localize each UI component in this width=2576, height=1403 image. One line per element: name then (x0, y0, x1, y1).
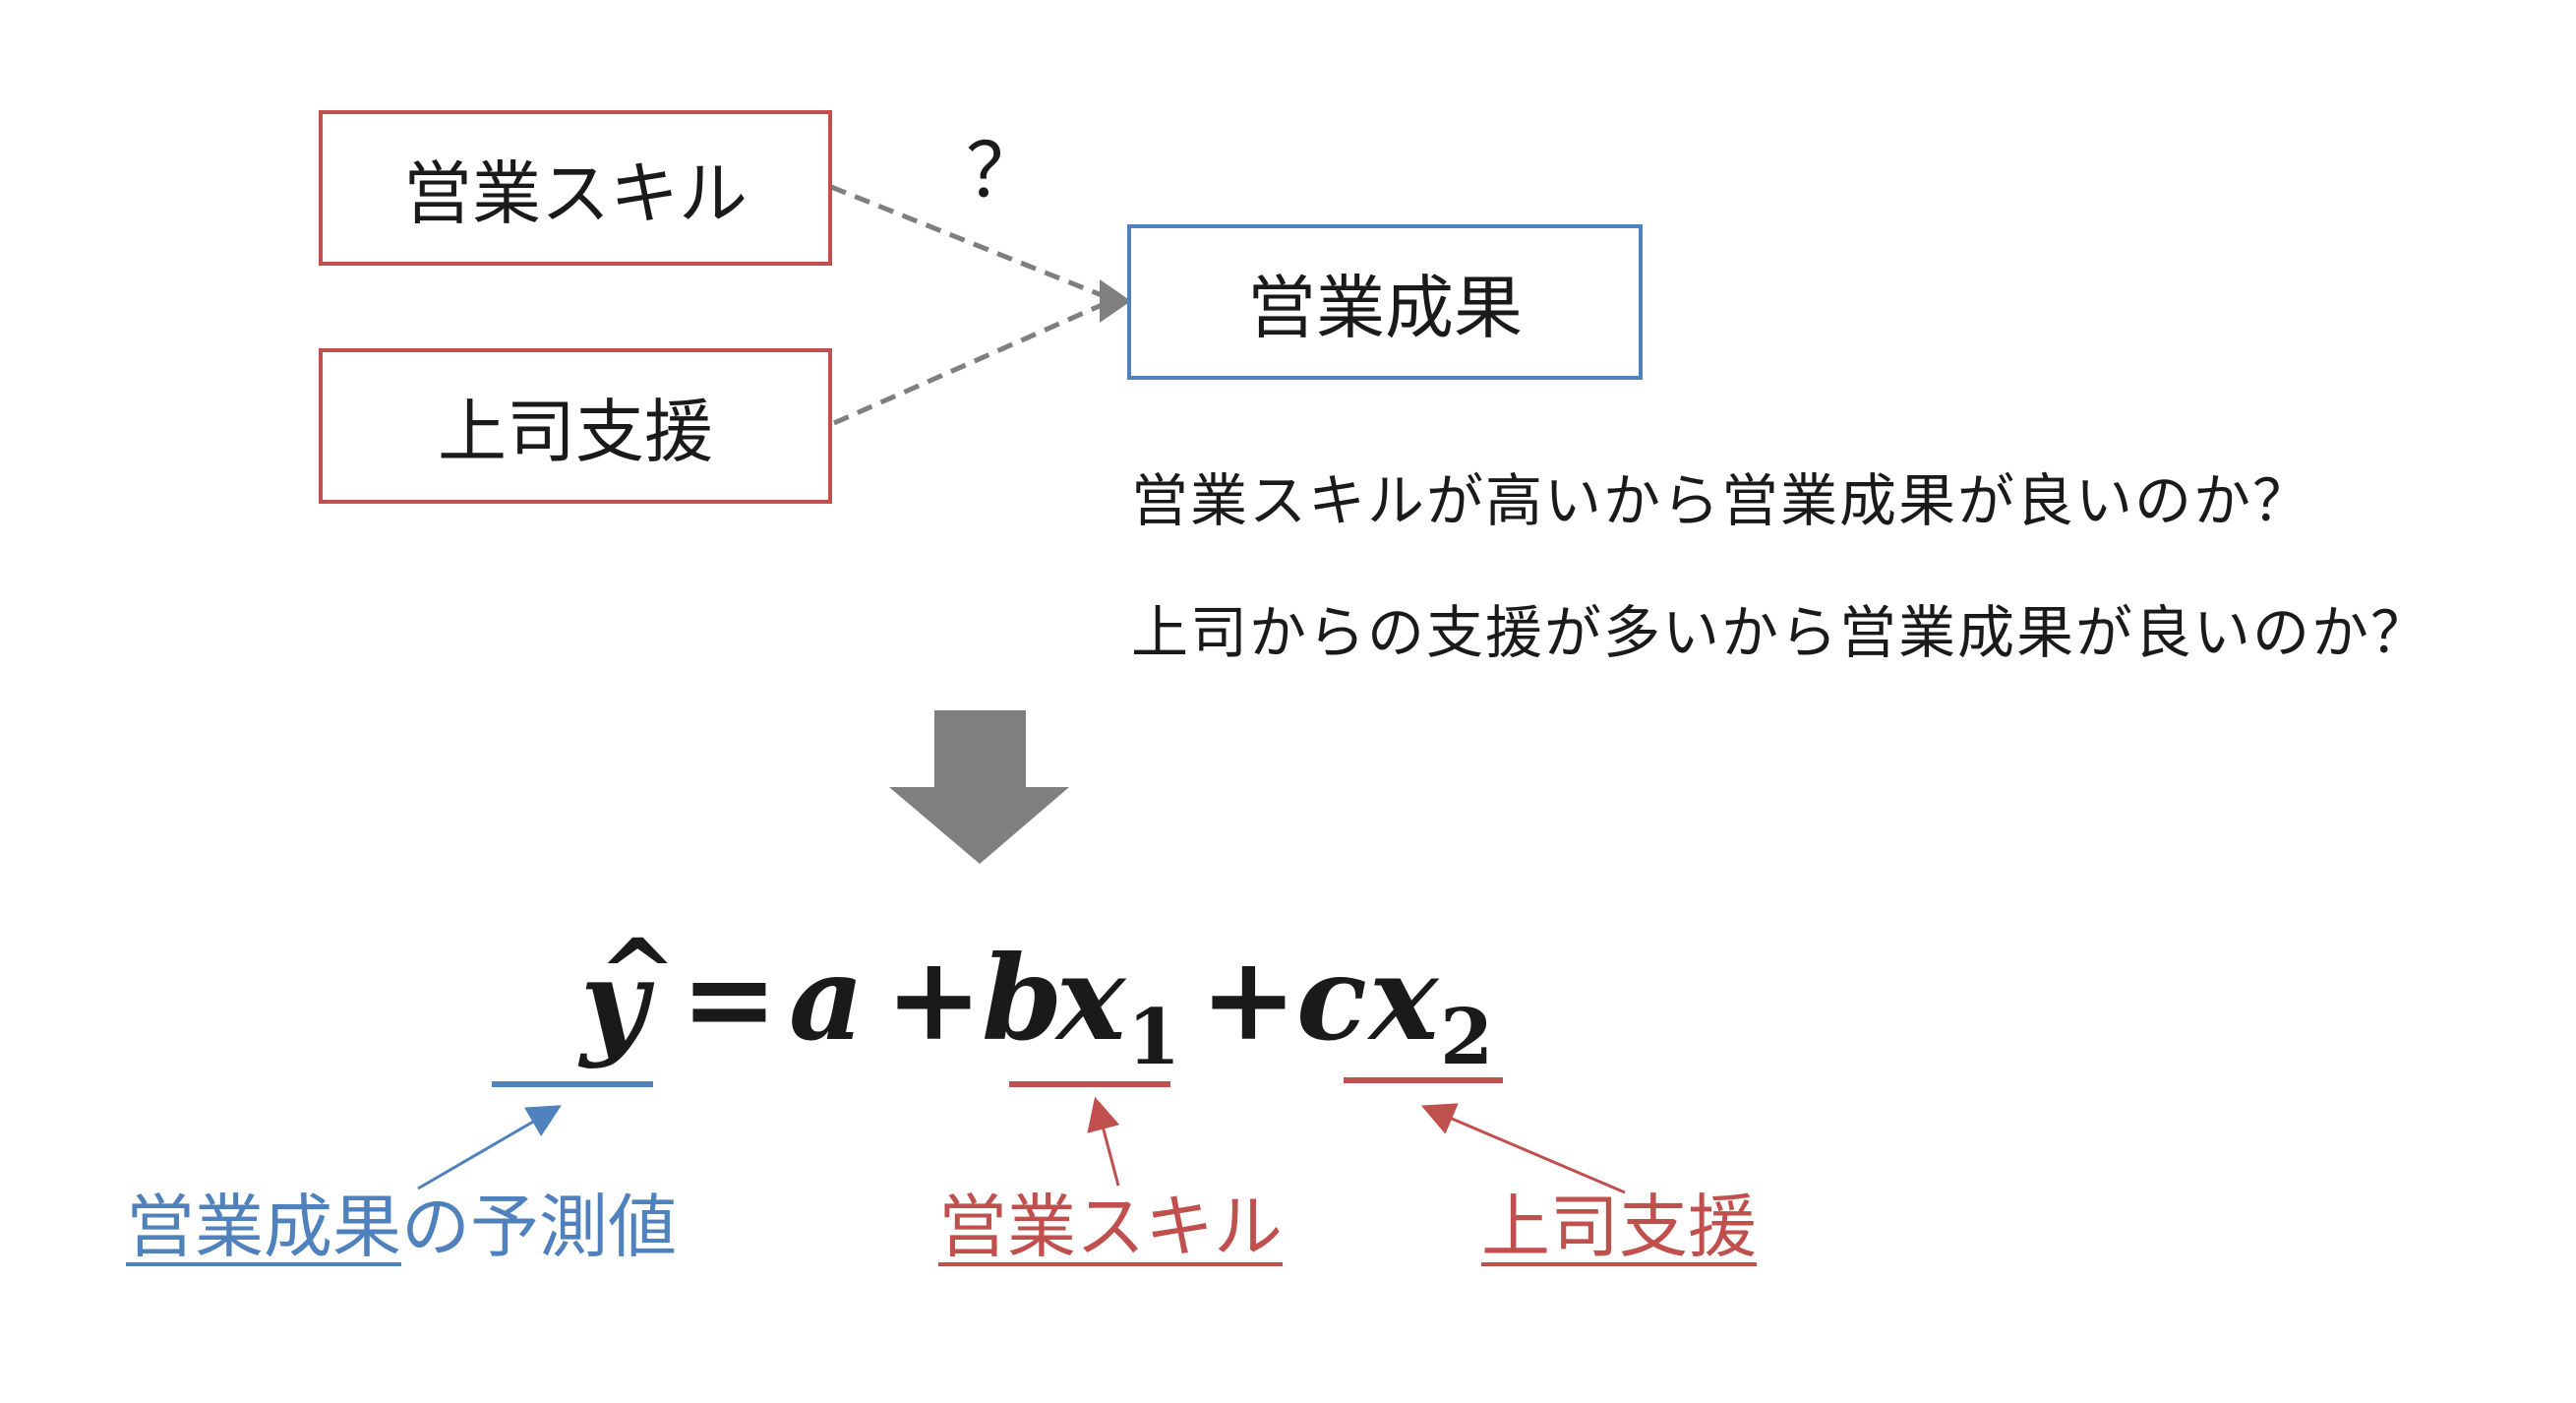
formula-sub-2: 2 (1440, 993, 1494, 1082)
formula-b: b (982, 930, 1063, 1067)
question-support: 上司からの支援が多いから営業成果が良いのか？ (1131, 599, 2430, 666)
dashed-arrow-skill (830, 184, 1103, 298)
box-sales-skill: 営業スキル (319, 110, 832, 266)
label-prediction-underlined: 営業成果 (126, 1187, 401, 1267)
pointer-arrow-prediction (417, 1105, 562, 1190)
dashed-arrow-head (1100, 279, 1131, 323)
label-supervisor-support: 上司支援 (1481, 1192, 1757, 1261)
box-sales-outcome-label: 営業成果 (1247, 267, 1523, 348)
question-skill: 営業スキルが高いから営業成果が良いのか？ (1131, 467, 2312, 534)
pointer-arrow-support (1420, 1103, 1626, 1194)
box-sales-outcome: 営業成果 (1127, 224, 1643, 380)
label-sales-skill-text: 営業スキル (938, 1187, 1283, 1267)
formula-equals: = (681, 930, 778, 1067)
label-sales-skill: 営業スキル (938, 1192, 1283, 1261)
formula-x2: x (1369, 930, 1439, 1067)
formula-x1: x (1056, 930, 1126, 1067)
label-prediction: 営業成果の予測値 (126, 1192, 677, 1261)
box-sales-skill-label: 営業スキル (403, 152, 748, 234)
box-supervisor-support-label: 上司支援 (438, 391, 713, 472)
formula-y: y (580, 934, 648, 1070)
down-arrow-icon (889, 710, 1069, 864)
formula-a: a (789, 930, 865, 1067)
label-supervisor-support-text: 上司支援 (1481, 1187, 1757, 1267)
box-supervisor-support: 上司支援 (319, 348, 832, 504)
pointer-arrow-skill (1087, 1096, 1120, 1187)
question-mark: ？ (966, 127, 1041, 214)
dashed-arrow-support (832, 302, 1104, 426)
formula-hat: ^ (598, 918, 678, 1029)
formula-sub-1: 1 (1127, 993, 1181, 1082)
formula-plus-2: + (1200, 930, 1297, 1067)
formula-plus-1: + (885, 930, 983, 1067)
formula-c: c (1296, 930, 1367, 1067)
formula-y-hat: y ^ (580, 927, 677, 1061)
label-prediction-rest: の予測値 (401, 1187, 677, 1267)
regression-formula: y ^ = a + b x 1 + c x 2 (570, 927, 1495, 1082)
